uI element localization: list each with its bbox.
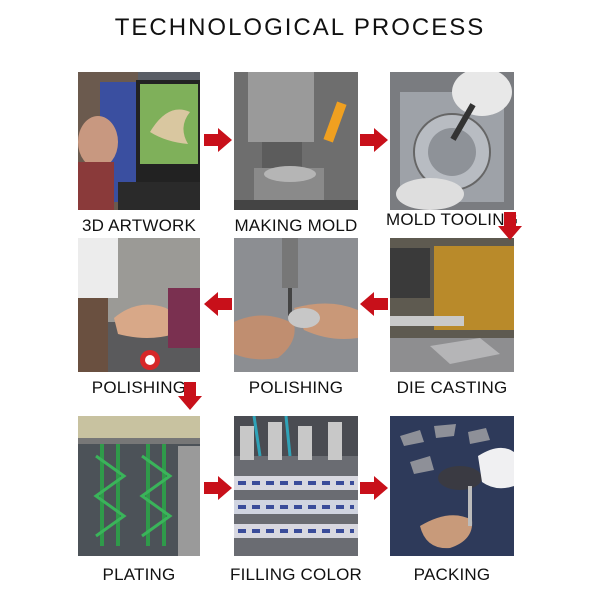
- arrow-down-icon: [498, 212, 522, 240]
- step-label-3d-artwork: 3D ARTWORK: [81, 216, 197, 235]
- step-label-die-casting: DIE CASTING: [396, 378, 508, 397]
- page-title: TECHNOLOGICAL PROCESS: [114, 14, 486, 41]
- arrow-left-icon: [360, 292, 388, 316]
- arrow-right-icon: [360, 476, 388, 500]
- arrow-right-icon: [204, 476, 232, 500]
- step-label-packing: PACKING: [413, 565, 491, 584]
- die-casting-photo: [390, 238, 514, 372]
- arrow-right-icon: [204, 128, 232, 152]
- step-label-polishing-1: POLISHING: [91, 378, 187, 397]
- hand-polishing-photo: [78, 238, 200, 372]
- step-label-filling-color: FILLING COLOR: [229, 565, 363, 584]
- arrow-down-icon: [178, 382, 202, 410]
- mold-machine-photo: [234, 72, 358, 210]
- arrow-left-icon: [204, 292, 232, 316]
- computer-artwork-photo: [78, 72, 200, 210]
- arrow-right-icon: [360, 128, 388, 152]
- drill-polishing-photo: [234, 238, 358, 372]
- packing-photo: [390, 416, 514, 556]
- mold-tooling-photo: [390, 72, 514, 210]
- color-filling-photo: [234, 416, 358, 556]
- step-label-mold-tooling: MOLD TOOLING: [386, 210, 519, 229]
- step-label-plating: PLATING: [102, 565, 176, 584]
- plating-line-photo: [78, 416, 200, 556]
- step-label-polishing-2: POLISHING: [248, 378, 344, 397]
- step-label-making-mold: MAKING MOLD: [234, 216, 358, 235]
